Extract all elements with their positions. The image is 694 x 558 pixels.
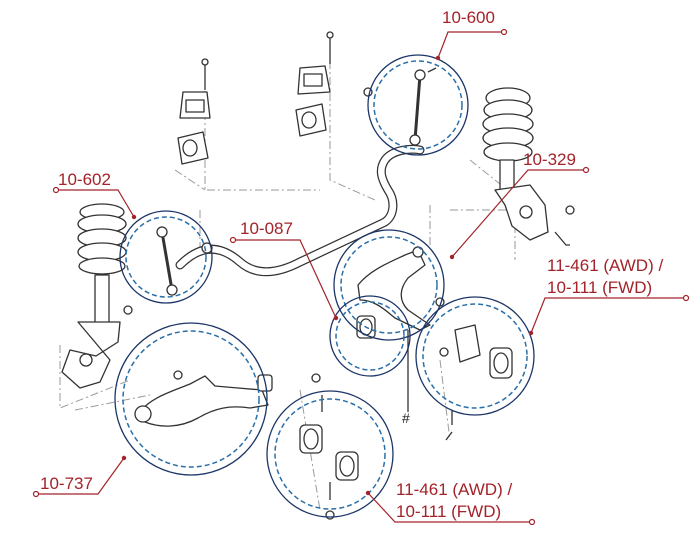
stabilizer-bushing-left bbox=[177, 58, 211, 165]
callout-circle-10-600-inner bbox=[373, 60, 463, 150]
callout-label-10-737: 10-737 bbox=[40, 474, 93, 493]
callout-label-10-600: 10-600 bbox=[442, 8, 495, 27]
callout-circle-10-602-outer bbox=[119, 210, 213, 304]
callout-circle-10-737-outer bbox=[114, 322, 268, 476]
callout-label-10-087: 10-087 bbox=[240, 219, 293, 238]
callout-circle-10-329-outer bbox=[333, 229, 445, 341]
callout-circle-10-087-outer bbox=[329, 295, 411, 377]
stabilizer-link-right bbox=[409, 67, 437, 146]
reference-marker: # bbox=[402, 410, 410, 426]
right-control-arm bbox=[357, 246, 445, 412]
callout-circle-10-602-inner bbox=[125, 216, 207, 298]
assembly-guide-lines bbox=[59, 45, 521, 511]
left-control-arm bbox=[134, 370, 273, 427]
callout-circle-10-087-inner bbox=[335, 301, 405, 371]
stabilizer-bushing-right bbox=[295, 31, 334, 137]
stabilizer-link-left bbox=[156, 226, 213, 296]
arm-bushing-bottom bbox=[299, 395, 359, 520]
callout-circle-11-461-right-outer bbox=[415, 296, 535, 416]
right-strut-spring bbox=[482, 87, 570, 246]
callout-circle-11-461-bottom-inner bbox=[274, 398, 386, 510]
callout-circle-10-600-outer bbox=[367, 54, 469, 156]
left-strut-spring bbox=[61, 203, 127, 389]
callout-leaders bbox=[32, 28, 690, 526]
callout-label-10-329: 10-329 bbox=[523, 150, 576, 169]
callout-circle-11-461-right-inner bbox=[422, 303, 528, 409]
callout-label-10-602: 10-602 bbox=[58, 170, 111, 189]
parts-drawing bbox=[61, 31, 575, 520]
callout-circle-10-329-inner bbox=[340, 236, 438, 334]
callout-label-10-111-right-line2: 10-111 (FWD) bbox=[547, 278, 653, 297]
callout-label-11-461-bottom-line1: 11-461 (AWD) / bbox=[396, 480, 513, 499]
callout-circle-10-737-inner bbox=[122, 330, 260, 468]
callout-label-11-461-right-line1: 11-461 (AWD) / bbox=[547, 256, 664, 275]
arm-bushing-right bbox=[439, 324, 513, 441]
callout-circles bbox=[114, 54, 535, 518]
callout-circle-11-461-bottom-outer bbox=[266, 390, 394, 518]
callout-label-10-111-bottom-line2: 10-111 (FWD) bbox=[396, 502, 502, 521]
